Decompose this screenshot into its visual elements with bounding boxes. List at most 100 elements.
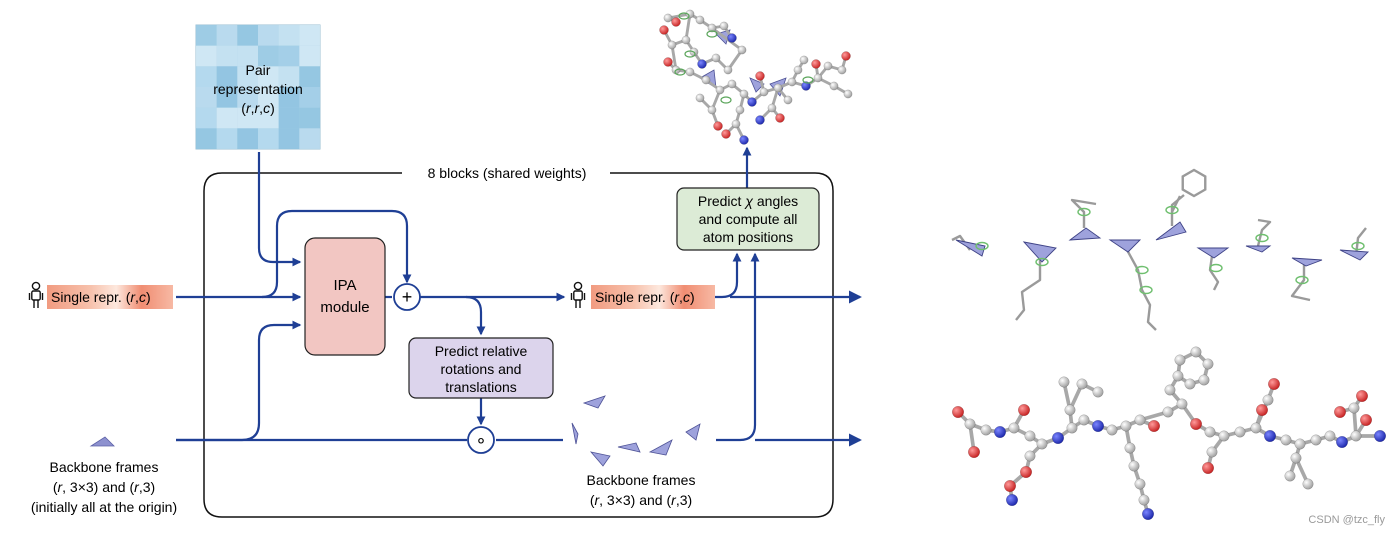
ipa-label-line1: IPA bbox=[333, 277, 356, 294]
nitrogen-atom bbox=[1142, 508, 1154, 520]
compose-node: ∘ bbox=[467, 426, 495, 454]
chi-angle-marker bbox=[1209, 263, 1223, 273]
nitrogen-atom bbox=[1052, 432, 1064, 444]
backbone-frame-triangle bbox=[955, 239, 986, 257]
side-chain-stick bbox=[1290, 262, 1311, 302]
pair-heatmap-cell bbox=[196, 128, 217, 150]
backbone-out-line1: Backbone frames bbox=[587, 472, 696, 488]
carbon-atom bbox=[1190, 346, 1202, 358]
carbon-atom bbox=[823, 61, 833, 71]
nitrogen-atom bbox=[1092, 420, 1104, 432]
pair-heatmap-cell bbox=[196, 87, 217, 108]
carbon-atom bbox=[719, 21, 729, 31]
oxygen-atom bbox=[775, 113, 785, 123]
pair-heatmap-cell bbox=[278, 45, 300, 67]
carbon-atom bbox=[1324, 430, 1336, 442]
pair-heatmap-cell bbox=[278, 128, 300, 150]
carbon-atom bbox=[685, 67, 695, 77]
pair-heatmap-cell bbox=[237, 25, 259, 46]
molecule-backbone-frames-with-sidechains bbox=[951, 168, 1370, 331]
chi-angle-marker bbox=[706, 30, 718, 38]
nitrogen-atom bbox=[1374, 430, 1386, 442]
backbone-frame-triangle bbox=[1291, 257, 1323, 267]
single-repr-input: Single repr. (r,c) bbox=[28, 281, 173, 309]
pair-heatmap-cell bbox=[258, 107, 279, 129]
carbon-atom bbox=[695, 93, 705, 103]
carbon-atom bbox=[1302, 478, 1314, 490]
carbon-atom bbox=[1008, 422, 1020, 434]
carbon-atom bbox=[1138, 494, 1150, 506]
chi-angle-marker bbox=[684, 50, 696, 58]
arrow-single-to-chi bbox=[715, 252, 742, 299]
carbon-atom bbox=[1076, 378, 1088, 390]
oxygen-atom bbox=[755, 71, 765, 81]
carbon-atom bbox=[799, 55, 809, 65]
carbon-atom bbox=[1128, 460, 1140, 472]
oxygen-atom bbox=[1202, 462, 1214, 474]
single-repr-output-label: Single repr. (r,c) bbox=[595, 289, 695, 305]
carbon-atom bbox=[681, 35, 691, 45]
backbone-frame-triangle bbox=[1155, 221, 1187, 241]
backbone-frame-triangle bbox=[749, 77, 765, 93]
pair-heatmap-cell bbox=[237, 87, 259, 108]
scattered-frame-triangles bbox=[571, 395, 701, 467]
carbon-atom bbox=[759, 87, 769, 97]
backbone-frame-triangle bbox=[1196, 247, 1230, 259]
carbon-atom bbox=[1036, 438, 1048, 450]
carbon-atom bbox=[707, 23, 717, 33]
oxygen-atom bbox=[713, 121, 723, 131]
side-chain-stick bbox=[1170, 195, 1182, 213]
carbon-atom bbox=[1284, 470, 1296, 482]
side-chain-stick bbox=[1124, 247, 1157, 331]
pair-heatmap-cell bbox=[258, 45, 279, 67]
chi-angle-marker bbox=[1295, 275, 1309, 285]
oxygen-atom bbox=[811, 59, 821, 69]
loop-block-border bbox=[203, 172, 834, 518]
oxygen-atom bbox=[952, 406, 964, 418]
arrow-backbone-to-ipa bbox=[176, 320, 302, 442]
chi-angle-marker bbox=[678, 12, 690, 20]
oxygen-atom bbox=[1334, 406, 1346, 418]
arrow-pair-to-ipa bbox=[257, 152, 302, 267]
oxygen-atom bbox=[721, 129, 731, 139]
oxygen-atom bbox=[1360, 414, 1372, 426]
carbon-atom bbox=[1066, 422, 1078, 434]
carbon-atom bbox=[1064, 404, 1076, 416]
oxygen-atom bbox=[1190, 418, 1202, 430]
compose-symbol: ∘ bbox=[475, 430, 486, 450]
chi-angle-marker bbox=[975, 241, 989, 251]
watermark: CSDN @tzc_fly bbox=[1308, 514, 1385, 526]
chi-angle-marker bbox=[1035, 257, 1049, 267]
person-icon bbox=[28, 281, 44, 308]
single-repr-input-label: Single repr. (r,c) bbox=[51, 289, 151, 305]
carbon-atom bbox=[1078, 414, 1090, 426]
carbon-atom bbox=[1202, 358, 1214, 370]
predict-relative-box: Predict relative rotations and translati… bbox=[408, 337, 554, 399]
pair-heatmap-cell bbox=[278, 66, 300, 88]
carbon-atom bbox=[1092, 386, 1104, 398]
pair-heatmap-cell bbox=[196, 66, 217, 88]
carbon-atom bbox=[1198, 374, 1210, 386]
plus-node: + bbox=[393, 283, 421, 311]
arrow-to-predict-relative bbox=[465, 295, 486, 336]
oxygen-atom bbox=[1004, 480, 1016, 492]
carbon-atom bbox=[667, 40, 677, 50]
oxygen-atom bbox=[841, 51, 851, 61]
phenyl-ring bbox=[1181, 168, 1207, 198]
nitrogen-atom bbox=[801, 81, 811, 91]
nitrogen-atom bbox=[1006, 494, 1018, 506]
pair-heatmap-cell bbox=[237, 128, 259, 150]
carbon-atom bbox=[829, 81, 839, 91]
backbone-frames-input: Backbone frames (r, 3×3) and (r,3) (init… bbox=[31, 436, 177, 515]
carbon-atom bbox=[773, 83, 783, 93]
pair-heatmap-cells bbox=[196, 25, 321, 150]
carbon-atom bbox=[1310, 434, 1322, 446]
pair-heatmap-cell bbox=[216, 87, 238, 108]
carbon-atom bbox=[1204, 426, 1216, 438]
oxygen-atom bbox=[1356, 390, 1368, 402]
carbon-atom bbox=[1176, 398, 1188, 410]
oxygen-atom bbox=[1256, 404, 1268, 416]
pair-heatmap-cell bbox=[278, 87, 300, 108]
nitrogen-atom bbox=[1264, 430, 1276, 442]
